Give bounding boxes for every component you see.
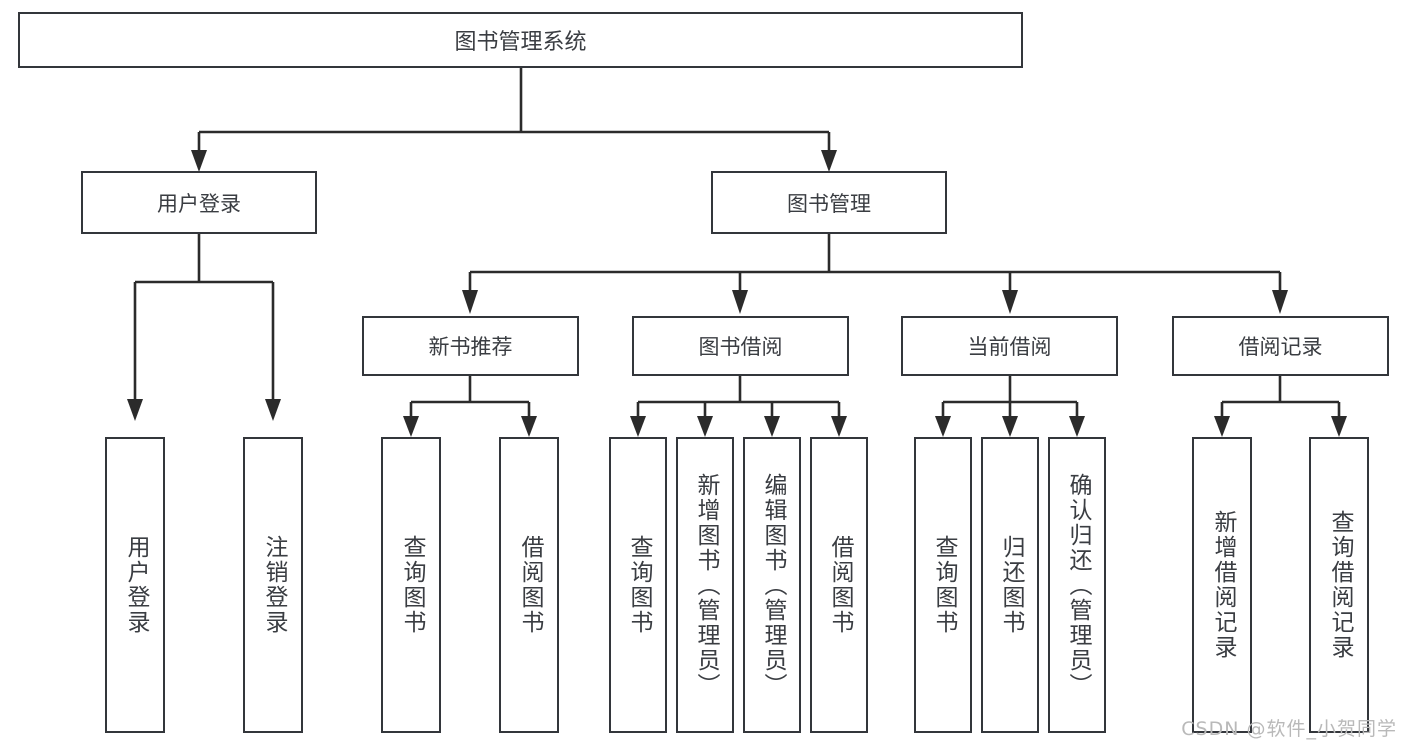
node-book-borrow[interactable]: 图书借阅	[632, 316, 849, 376]
node-leaf-edit-book[interactable]: 编辑图书（管理员）	[743, 437, 801, 733]
node-leaf-user-login-label: 用户登录	[122, 535, 149, 635]
node-leaf-query-book-rec-label: 查询图书	[398, 535, 425, 635]
node-leaf-edit-book-label: 编辑图书（管理员）	[759, 472, 786, 698]
node-book-manage-label: 图书管理	[787, 191, 871, 216]
node-leaf-user-logout-label: 注销登录	[260, 535, 287, 635]
node-user-login-label: 用户登录	[157, 191, 241, 216]
node-borrow-record-label: 借阅记录	[1238, 335, 1323, 359]
watermark-label: CSDN @软件_小贺同学	[1181, 718, 1397, 740]
node-leaf-user-login[interactable]: 用户登录	[105, 437, 165, 733]
node-leaf-user-logout[interactable]: 注销登录	[243, 437, 303, 733]
node-leaf-query-book-current-label: 查询图书	[930, 535, 957, 635]
node-leaf-confirm-return-label: 确认归还（管理员）	[1064, 472, 1091, 698]
node-current-borrow[interactable]: 当前借阅	[901, 316, 1118, 376]
node-leaf-borrow-book[interactable]: 借阅图书	[810, 437, 868, 733]
node-leaf-confirm-return[interactable]: 确认归还（管理员）	[1048, 437, 1106, 733]
node-leaf-query-book-rec[interactable]: 查询图书	[381, 437, 441, 733]
node-current-borrow-label: 当前借阅	[967, 335, 1052, 359]
node-leaf-borrow-book-rec-label: 借阅图书	[516, 535, 543, 635]
node-user-login[interactable]: 用户登录	[81, 171, 317, 234]
node-leaf-borrow-book-label: 借阅图书	[826, 535, 853, 635]
node-root-label: 图书管理系统	[454, 30, 587, 55]
node-leaf-add-book[interactable]: 新增图书（管理员）	[676, 437, 734, 733]
node-borrow-record[interactable]: 借阅记录	[1172, 316, 1389, 376]
node-leaf-add-book-label: 新增图书（管理员）	[692, 472, 719, 698]
node-root[interactable]: 图书管理系统	[18, 12, 1023, 68]
node-book-manage[interactable]: 图书管理	[711, 171, 947, 234]
node-leaf-query-book-borrow[interactable]: 查询图书	[609, 437, 667, 733]
node-leaf-query-book-borrow-label: 查询图书	[625, 535, 652, 635]
node-leaf-borrow-book-rec[interactable]: 借阅图书	[499, 437, 559, 733]
node-new-book-rec[interactable]: 新书推荐	[362, 316, 579, 376]
node-leaf-return-book[interactable]: 归还图书	[981, 437, 1039, 733]
node-leaf-add-record[interactable]: 新增借阅记录	[1192, 437, 1252, 733]
node-leaf-query-book-current[interactable]: 查询图书	[914, 437, 972, 733]
node-leaf-return-book-label: 归还图书	[997, 535, 1024, 635]
node-book-borrow-label: 图书借阅	[698, 335, 783, 359]
node-leaf-query-record[interactable]: 查询借阅记录	[1309, 437, 1369, 733]
node-leaf-add-record-label: 新增借阅记录	[1209, 510, 1236, 660]
node-new-book-rec-label: 新书推荐	[428, 335, 513, 359]
node-leaf-query-record-label: 查询借阅记录	[1326, 510, 1353, 660]
